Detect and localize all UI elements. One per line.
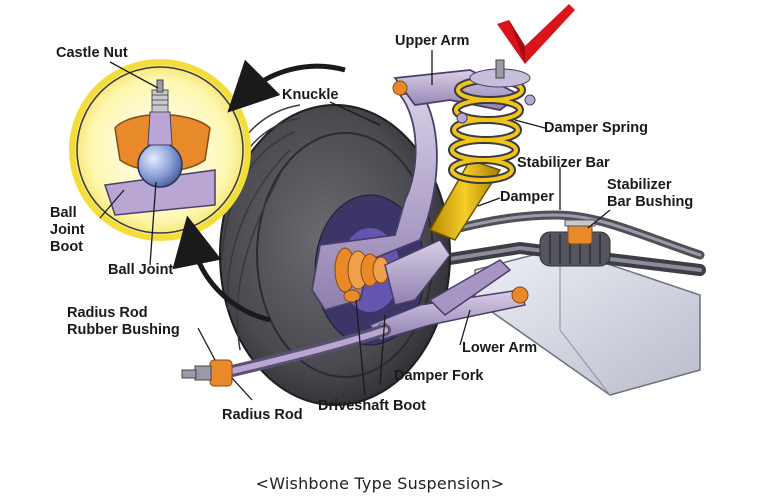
label-ball-joint-boot-line3: Boot <box>50 239 84 255</box>
label-castle-nut: Castle Nut <box>56 45 128 61</box>
figure-caption: <Wishbone Type Suspension> <box>255 474 505 493</box>
stabilizer-bushing-shape <box>564 219 596 245</box>
zoom-arrows <box>172 59 346 323</box>
label-damper-spring: Damper Spring <box>544 120 648 136</box>
ball-joint-zoom-circle <box>69 59 251 241</box>
label-ball-joint: Ball Joint <box>108 262 174 278</box>
label-ball-joint-boot-line1: Ball <box>50 205 77 221</box>
label-stabilizer-bar: Stabilizer Bar <box>517 155 610 171</box>
damper-fork-shape <box>384 239 451 306</box>
label-knuckle: Knuckle <box>282 87 339 103</box>
label-upper-arm: Upper Arm <box>395 33 470 49</box>
label-radius-rod: Radius Rod <box>222 407 303 423</box>
driveshaft-boot-shape <box>334 247 390 303</box>
lower-arm-shape <box>368 259 529 341</box>
checkmark-icon <box>497 4 575 64</box>
label-lower-arm: Lower Arm <box>462 340 538 356</box>
label-driveshaft-boot: Driveshaft Boot <box>318 398 426 414</box>
label-radius-rod-rubber-bushing-line2: Rubber Bushing <box>67 322 180 338</box>
label-damper-fork: Damper Fork <box>394 368 484 384</box>
label-stabilizer-bar-bushing-line2: Bar Bushing <box>607 194 694 210</box>
label-damper: Damper <box>500 189 554 205</box>
radius-rod-shape <box>181 324 391 387</box>
label-stabilizer-bar-bushing-line1: Stabilizer <box>607 177 672 193</box>
label-ball-joint-boot-line2: Joint <box>50 222 85 238</box>
label-radius-rod-rubber-bushing-line1: Radius Rod <box>67 305 148 321</box>
leader-lines <box>99 50 611 401</box>
damper-top-mount <box>456 59 536 124</box>
